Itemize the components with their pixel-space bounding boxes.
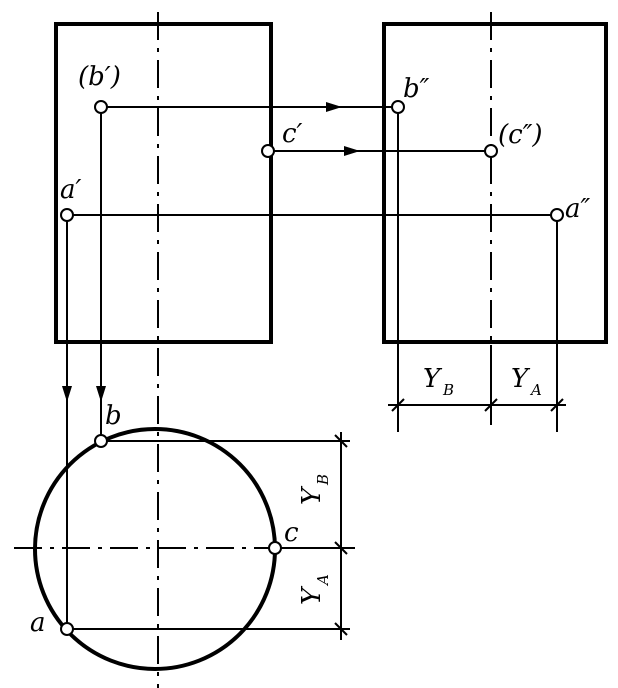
label-a-front: a′ <box>60 175 82 205</box>
point-a-front <box>60 208 74 222</box>
front-view-outline <box>54 22 273 344</box>
label-c-front: c′ <box>282 119 303 149</box>
point-b-side <box>391 100 405 114</box>
side-view-outline <box>382 22 608 344</box>
label-a-side: a″ <box>565 194 591 224</box>
dim-yb-side-letter: Y <box>423 364 443 394</box>
dim-ya-top-letter: Y <box>297 585 327 605</box>
label-c-top: c <box>284 518 299 548</box>
dim-yb-side-sub: B <box>442 381 454 399</box>
dim-ya-side-sub: A <box>529 381 542 399</box>
label-b-front: (b′) <box>78 62 121 92</box>
point-a-side <box>550 208 564 222</box>
label-b-side: b″ <box>403 74 430 104</box>
dim-yb-top-sub: B <box>314 474 332 486</box>
label-b-top: b <box>105 401 122 431</box>
label-a-top: a <box>30 608 46 638</box>
label-c-side: (c″) <box>498 120 543 150</box>
point-c-top <box>268 541 282 555</box>
point-b-front <box>94 100 108 114</box>
point-a-top <box>60 622 74 636</box>
point-c-front <box>261 144 275 158</box>
dim-ya-top-sub: A <box>314 574 332 587</box>
dim-yb-top-letter: Y <box>297 485 327 505</box>
dim-ya-side-letter: Y <box>511 364 531 394</box>
point-b-top <box>94 434 108 448</box>
point-c-side <box>484 144 498 158</box>
